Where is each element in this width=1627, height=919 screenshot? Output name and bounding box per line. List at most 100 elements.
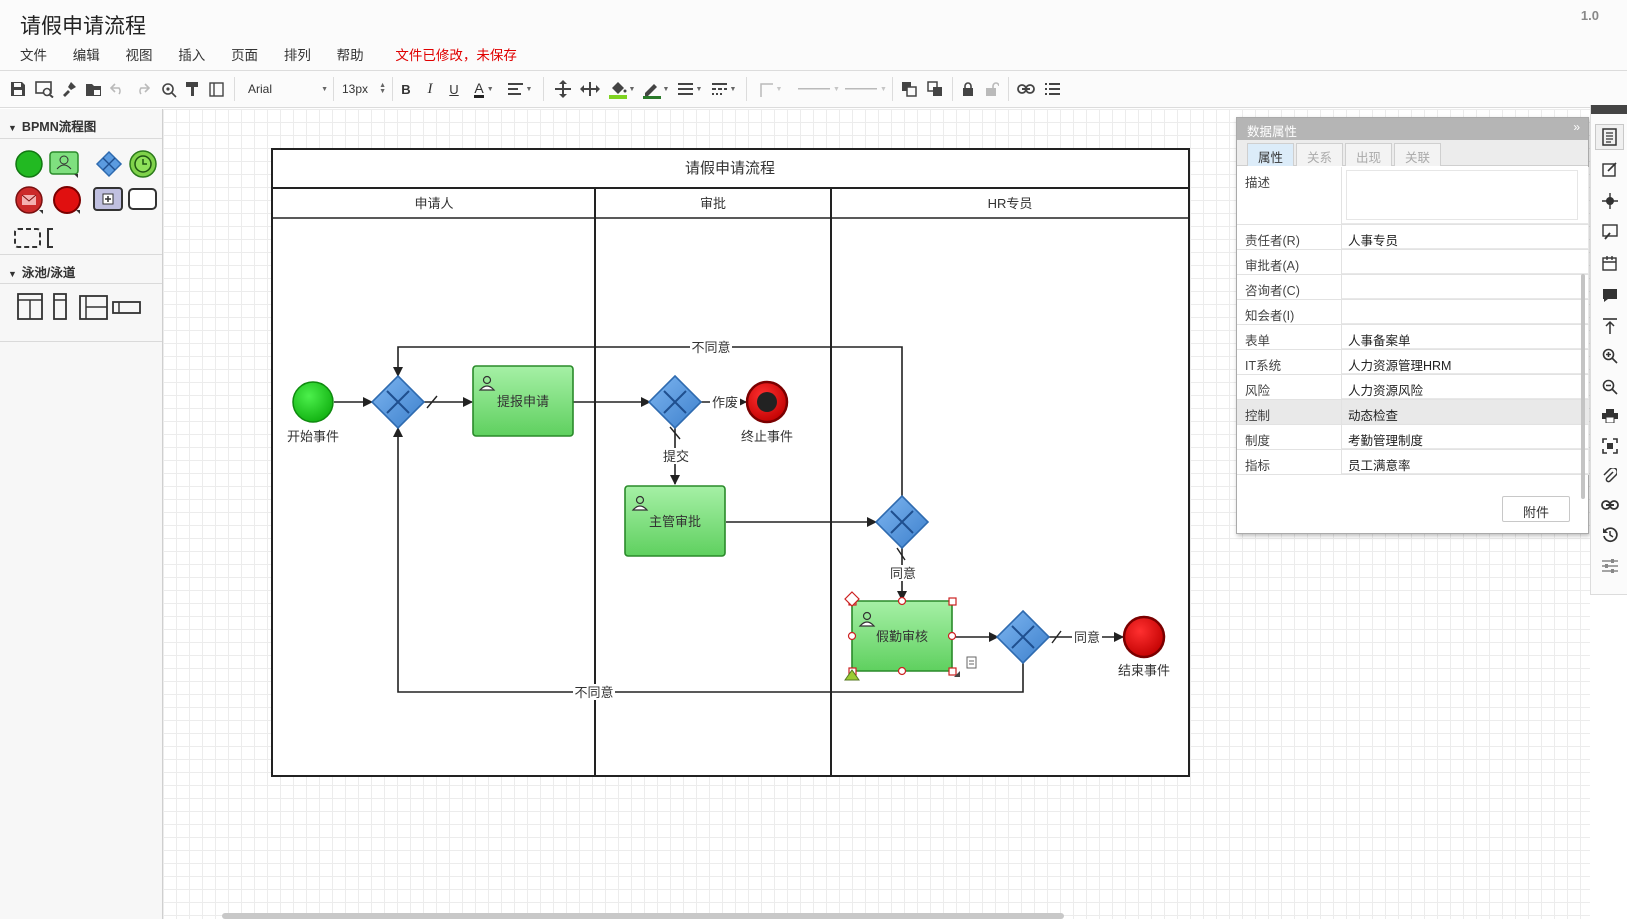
gateway-shape[interactable]	[95, 150, 123, 178]
edge-gateway3-disagree[interactable]	[393, 346, 903, 497]
exclusive-gateway-1[interactable]	[370, 374, 426, 430]
format-panel-icon[interactable]	[1595, 124, 1624, 150]
property-value[interactable]: 考勤管理制度	[1342, 425, 1589, 449]
zoom-in-icon[interactable]	[1600, 346, 1620, 366]
start-event[interactable]	[292, 381, 334, 423]
panel-title-bar[interactable]: 数据属性 »	[1237, 118, 1588, 140]
terminate-event[interactable]	[745, 380, 789, 424]
line-color-icon[interactable]: ▼	[641, 71, 671, 107]
pool[interactable]	[271, 148, 1190, 777]
underline-button[interactable]: U	[449, 81, 459, 97]
edge-label-agree-1[interactable]: 同意	[890, 566, 916, 581]
attachment-icon[interactable]	[1600, 466, 1620, 486]
pool-horizontal-shape[interactable]	[79, 295, 108, 320]
font-size-stepper[interactable]: 13px ▲▼	[342, 71, 386, 107]
target-icon[interactable]	[1600, 191, 1620, 211]
sidebar-section-pool[interactable]: ▼泳池/泳道	[0, 254, 162, 284]
menu-edit[interactable]: 编辑	[72, 48, 100, 63]
clear-format-icon[interactable]	[158, 71, 178, 107]
user-task-shape[interactable]	[49, 151, 79, 178]
bold-button[interactable]: B	[401, 81, 411, 97]
exclusive-gateway-4[interactable]	[995, 609, 1051, 665]
subprocess-shape[interactable]	[93, 187, 123, 211]
image-edit-icon[interactable]	[1600, 222, 1620, 242]
to-back-icon[interactable]	[925, 71, 945, 107]
edge-label-disagree-top[interactable]: 不同意	[691, 340, 730, 355]
message-event-shape[interactable]	[15, 186, 43, 214]
description-textarea[interactable]	[1346, 170, 1578, 220]
tab-association[interactable]: 关联	[1394, 143, 1442, 166]
zoom-out-icon[interactable]	[1600, 377, 1620, 397]
diagram-canvas[interactable]: 请假申请流程 申请人 审批 HR专员 不同意	[163, 109, 1590, 919]
link-icon[interactable]	[1015, 71, 1037, 107]
lock-icon[interactable]	[959, 71, 977, 107]
task-manager-approval[interactable]	[624, 485, 726, 557]
unlock-icon[interactable]	[983, 71, 1001, 107]
format-painter-icon[interactable]	[183, 71, 201, 107]
vertical-spacing-icon[interactable]	[553, 71, 573, 107]
edge-label-disagree-bottom[interactable]: 不同意	[574, 685, 613, 700]
tab-relations[interactable]: 关系	[1296, 143, 1344, 166]
annotation-shape[interactable]	[47, 228, 53, 248]
tab-attributes[interactable]: 属性	[1247, 143, 1295, 166]
edge-label-void[interactable]: 作废	[712, 395, 738, 410]
list-icon[interactable]	[1042, 71, 1062, 107]
comment-icon[interactable]	[1600, 285, 1620, 305]
connector-icon[interactable]: ▼	[755, 71, 785, 107]
lane-horizontal-shape[interactable]	[112, 301, 141, 314]
exclusive-gateway-3[interactable]	[874, 494, 930, 550]
font-family-select[interactable]: Arial ▼	[248, 71, 328, 107]
to-front-icon[interactable]	[899, 71, 919, 107]
property-value-description[interactable]	[1342, 167, 1589, 224]
line-weight-icon[interactable]: ▼	[676, 71, 704, 107]
end-event-shape[interactable]	[53, 186, 81, 214]
pool-title[interactable]: 请假申请流程	[685, 160, 775, 177]
edge-gateway4-disagree[interactable]	[393, 427, 1024, 693]
menu-help[interactable]: 帮助	[336, 48, 364, 63]
panel-scrollbar[interactable]	[1581, 274, 1585, 499]
exclusive-gateway-2[interactable]	[647, 374, 703, 430]
start-event-shape[interactable]	[15, 150, 43, 178]
menu-page[interactable]: 页面	[231, 48, 259, 63]
layout-icon[interactable]	[207, 71, 225, 107]
line-start-icon[interactable]: ▼	[795, 71, 843, 107]
selection-handles[interactable]	[844, 591, 960, 681]
pool-vertical-shape[interactable]	[17, 293, 43, 320]
edge-label-agree-2[interactable]: 同意	[1074, 630, 1100, 645]
italic-button[interactable]: I	[427, 80, 433, 97]
note-icon[interactable]	[966, 656, 977, 669]
fit-screen-icon[interactable]	[1600, 436, 1620, 456]
menu-view[interactable]: 视图	[125, 48, 153, 63]
property-value[interactable]	[1342, 250, 1589, 274]
collapse-icon[interactable]: »	[1573, 120, 1580, 134]
timer-event-shape[interactable]	[129, 150, 157, 178]
save-icon[interactable]	[8, 71, 28, 107]
line-style-icon[interactable]: ▼	[710, 71, 738, 107]
horizontal-scrollbar[interactable]	[222, 913, 1064, 919]
calendar-icon[interactable]	[1600, 253, 1620, 273]
lane-vertical-shape[interactable]	[53, 293, 67, 320]
property-value[interactable]: 人事专员	[1342, 225, 1589, 249]
property-value[interactable]: 人力资源管理HRM	[1342, 350, 1589, 374]
font-color-button[interactable]: A ▼	[469, 71, 499, 107]
property-value[interactable]: 人事备案单	[1342, 325, 1589, 349]
lane-applicant[interactable]: 申请人	[414, 196, 453, 211]
plugin-icon[interactable]	[59, 71, 79, 107]
property-value[interactable]	[1342, 300, 1589, 324]
line-end-icon[interactable]: ▼	[842, 71, 890, 107]
edge-label-submit[interactable]: 提交	[663, 449, 689, 464]
menu-file[interactable]: 文件	[20, 48, 47, 63]
property-value[interactable]: 人力资源风险	[1342, 375, 1589, 399]
redo-icon[interactable]	[133, 71, 151, 107]
horizontal-spacing-icon[interactable]	[579, 71, 601, 107]
lane-approval[interactable]: 审批	[700, 196, 726, 211]
link-icon[interactable]	[1600, 495, 1620, 515]
sidebar-section-bpmn[interactable]: ▼BPMN流程图	[0, 109, 162, 139]
document-title[interactable]: 请假申请流程	[20, 15, 146, 38]
end-event[interactable]	[1122, 615, 1166, 659]
fill-color-icon[interactable]: ▼	[607, 71, 637, 107]
align-top-icon[interactable]	[1600, 316, 1620, 336]
task-shape[interactable]	[128, 188, 157, 210]
group-shape[interactable]	[14, 228, 41, 248]
edit-icon[interactable]	[1600, 159, 1620, 179]
